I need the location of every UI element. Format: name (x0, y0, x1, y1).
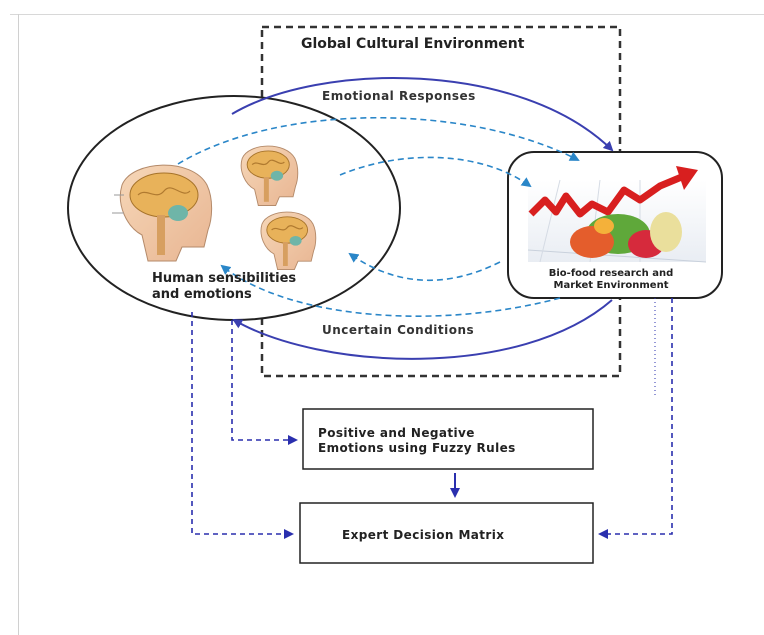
frame-border-top (10, 14, 764, 15)
environment-title: Global Cultural Environment (301, 36, 525, 52)
market-growth-icon (527, 166, 707, 263)
frame-border-left (18, 14, 19, 635)
brain-icon (112, 164, 213, 262)
market-node-label: Bio-food research and Market Environment (511, 268, 711, 292)
human-node-label-line2: and emotions (152, 287, 252, 302)
emotional-responses-arrow (231, 77, 614, 152)
fuzzy-box-label-line1: Positive and Negative (318, 426, 475, 440)
brain-icon (240, 145, 299, 206)
fuzzy-box-label: Positive and Negative Emotions using Fuz… (318, 426, 516, 456)
market-node-label-line2: Market Environment (553, 280, 669, 291)
uncertain-conditions-arrow (232, 299, 613, 360)
expert-matrix-box (299, 502, 594, 564)
market-node-label-line1: Bio-food research and (548, 268, 674, 279)
dashed-arrow-to-market-lower (339, 156, 532, 188)
market-to-matrix-dashed-arrow (598, 298, 673, 539)
dashed-arrow-to-human-outer (220, 264, 561, 317)
human-to-fuzzy-dashed-arrow (231, 320, 298, 445)
human-node-label: Human sensibilities and emotions (152, 271, 296, 303)
uncertain-conditions-label: Uncertain Conditions (322, 323, 475, 337)
emotional-responses-label: Emotional Responses (322, 89, 476, 103)
matrix-box-label: Expert Decision Matrix (342, 528, 505, 542)
human-to-matrix-dashed-arrow (191, 312, 294, 539)
brain-icon (260, 211, 317, 271)
dashed-arrow-to-human-inner (348, 252, 501, 281)
dashed-arrow-to-market-upper (177, 117, 580, 165)
fuzzy-box-label-line2: Emotions using Fuzzy Rules (318, 441, 516, 455)
human-node-label-line1: Human sensibilities (152, 271, 297, 286)
fuzzy-rules-box (302, 408, 594, 470)
